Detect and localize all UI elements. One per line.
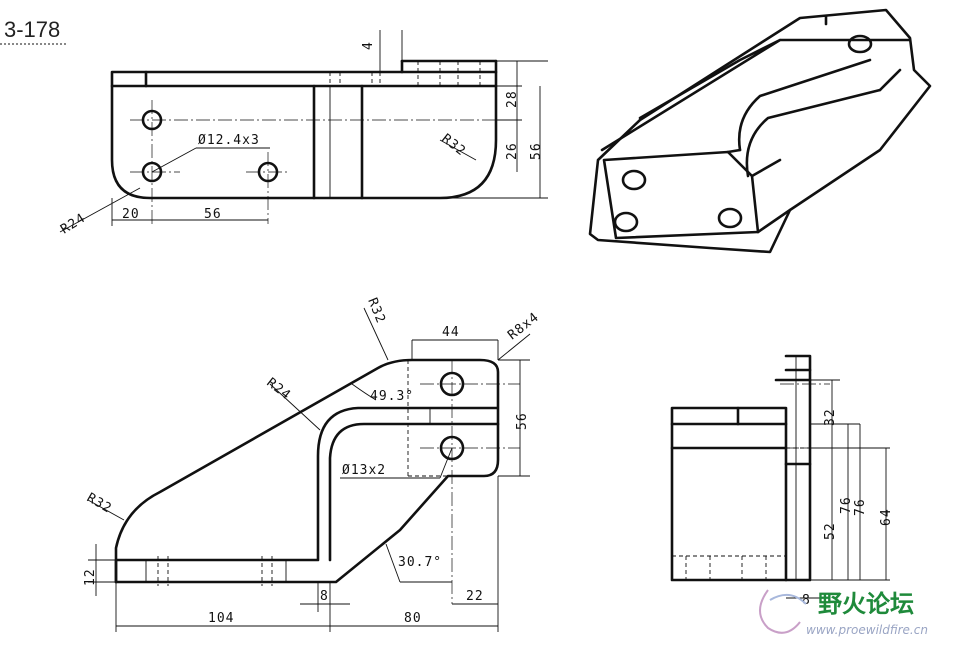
front-view: R32 44 R8x4 R24 49.3° 56 Ø13x2 R32 30.7°… bbox=[83, 296, 542, 632]
front-view-outline bbox=[114, 358, 500, 584]
iso-outline bbox=[588, 8, 932, 254]
dim-side-76b: 76 bbox=[853, 498, 868, 516]
figure-number: 3-178 bbox=[4, 17, 60, 42]
dim-4: 4 bbox=[361, 41, 376, 50]
dim-side-8: 8 bbox=[802, 593, 811, 608]
dim-r24: R24 bbox=[58, 211, 88, 238]
iso-lower-plate bbox=[602, 150, 760, 240]
watermark-url: www.proewildfire.cn bbox=[806, 623, 928, 637]
iso-hole-1 bbox=[621, 169, 647, 191]
dim-22: 22 bbox=[466, 589, 484, 604]
dim-44: 44 bbox=[442, 325, 460, 340]
dim-front-r24: R24 bbox=[264, 375, 294, 403]
dim-hole-diameter: Ø12.4x3 bbox=[198, 133, 260, 148]
dim-r8x4: R8x4 bbox=[505, 310, 542, 344]
iso-bend bbox=[737, 58, 882, 178]
iso-hole-3 bbox=[717, 207, 743, 229]
dim-front-56: 56 bbox=[515, 412, 530, 430]
dim-12: 12 bbox=[83, 568, 98, 586]
dim-front-r32-top: R32 bbox=[364, 296, 388, 326]
dim-angle-30: 30.7° bbox=[398, 555, 442, 570]
top-view-outline bbox=[110, 70, 498, 200]
dim-front-r32-bottom: R32 bbox=[84, 490, 114, 516]
watermark: 野火论坛 www.proewildfire.cn bbox=[759, 589, 928, 637]
watermark-title: 野火论坛 bbox=[818, 590, 914, 618]
isometric-view bbox=[588, 8, 932, 254]
dim-28: 28 bbox=[505, 90, 520, 108]
dim-56-vertical: 56 bbox=[529, 142, 544, 160]
iso-hole-2 bbox=[613, 211, 639, 233]
side-view: 32 52 76 76 64 8 bbox=[670, 354, 894, 608]
dim-20: 20 bbox=[122, 207, 140, 222]
dim-104: 104 bbox=[208, 611, 234, 626]
side-view-body bbox=[670, 406, 788, 582]
dim-angle-49: 49.3° bbox=[370, 389, 414, 404]
dim-26: 26 bbox=[505, 142, 520, 160]
dim-r32: R32 bbox=[439, 131, 469, 159]
dim-side-32: 32 bbox=[823, 408, 838, 426]
side-view-flange bbox=[784, 354, 812, 582]
dim-80: 80 bbox=[404, 611, 422, 626]
dim-hole-13: Ø13x2 bbox=[342, 463, 386, 478]
top-view: 4 28 26 56 R32 R24 Ø12.4x3 20 56 bbox=[58, 30, 548, 237]
dim-side-52: 52 bbox=[823, 522, 838, 540]
front-view-inner bbox=[328, 422, 500, 562]
iso-upper-plate bbox=[600, 38, 912, 152]
dim-side-76a: 76 bbox=[839, 496, 854, 514]
dim-56-horizontal: 56 bbox=[204, 207, 222, 222]
watermark-logo bbox=[759, 589, 801, 634]
iso-hole-4 bbox=[847, 34, 873, 54]
dim-front-8: 8 bbox=[320, 589, 329, 604]
dim-side-64: 64 bbox=[879, 508, 894, 526]
